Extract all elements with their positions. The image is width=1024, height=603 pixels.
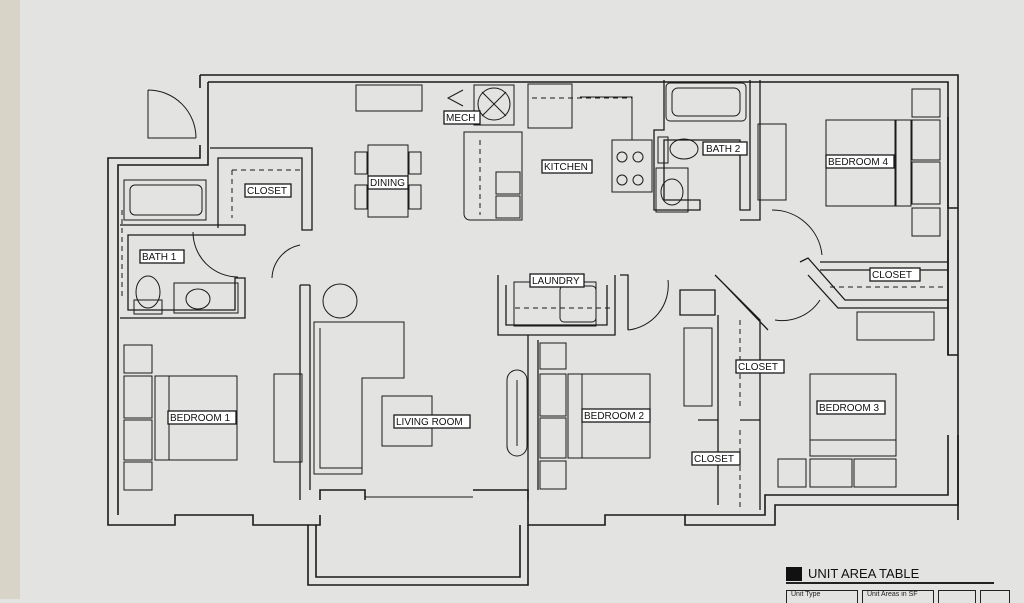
label-living-room: LIVING ROOM: [396, 417, 463, 428]
label-mech: MECH: [446, 113, 475, 124]
label-closet-bedroom-4: CLOSET: [872, 270, 912, 281]
photo-edge: [0, 0, 20, 599]
table-header-cell: Unit Areas in SF: [862, 590, 934, 603]
label-laundry: LAUNDRY: [532, 276, 580, 287]
label-closet-main: CLOSET: [247, 186, 287, 197]
label-bedroom-3: BEDROOM 3: [819, 403, 879, 414]
label-closet-bedroom-3: CLOSET: [738, 362, 778, 373]
label-bedroom-1: BEDROOM 1: [170, 413, 230, 424]
exterior-walls: [107, 74, 959, 586]
label-bedroom-2: BEDROOM 2: [584, 411, 644, 422]
table-title-text: UNIT AREA TABLE: [808, 566, 920, 581]
label-dining: DINING: [370, 178, 405, 189]
label-closet-bedroom-2: CLOSET: [694, 454, 734, 465]
title-marker: [786, 566, 802, 581]
interior-walls: [120, 80, 948, 510]
closet-dashes: [121, 97, 945, 510]
label-bath-2: BATH 2: [706, 144, 741, 155]
table-header-cell: [980, 590, 1010, 603]
table-header-cell: Unit Type: [786, 590, 858, 603]
unit-area-table-header: Unit Type Unit Areas in SF: [786, 590, 1010, 603]
label-kitchen: KITCHEN: [544, 162, 588, 173]
table-header-cell: [938, 590, 976, 603]
label-bedroom-4: BEDROOM 4: [828, 157, 888, 168]
label-bath-1: BATH 1: [142, 252, 177, 263]
unit-area-table-title: UNIT AREA TABLE: [786, 566, 919, 581]
table-rule: [786, 582, 994, 584]
room-labels: MECH DINING KITCHEN BATH 2 BEDROOM 4 CLO…: [139, 110, 921, 466]
door-swings: [147, 89, 823, 498]
